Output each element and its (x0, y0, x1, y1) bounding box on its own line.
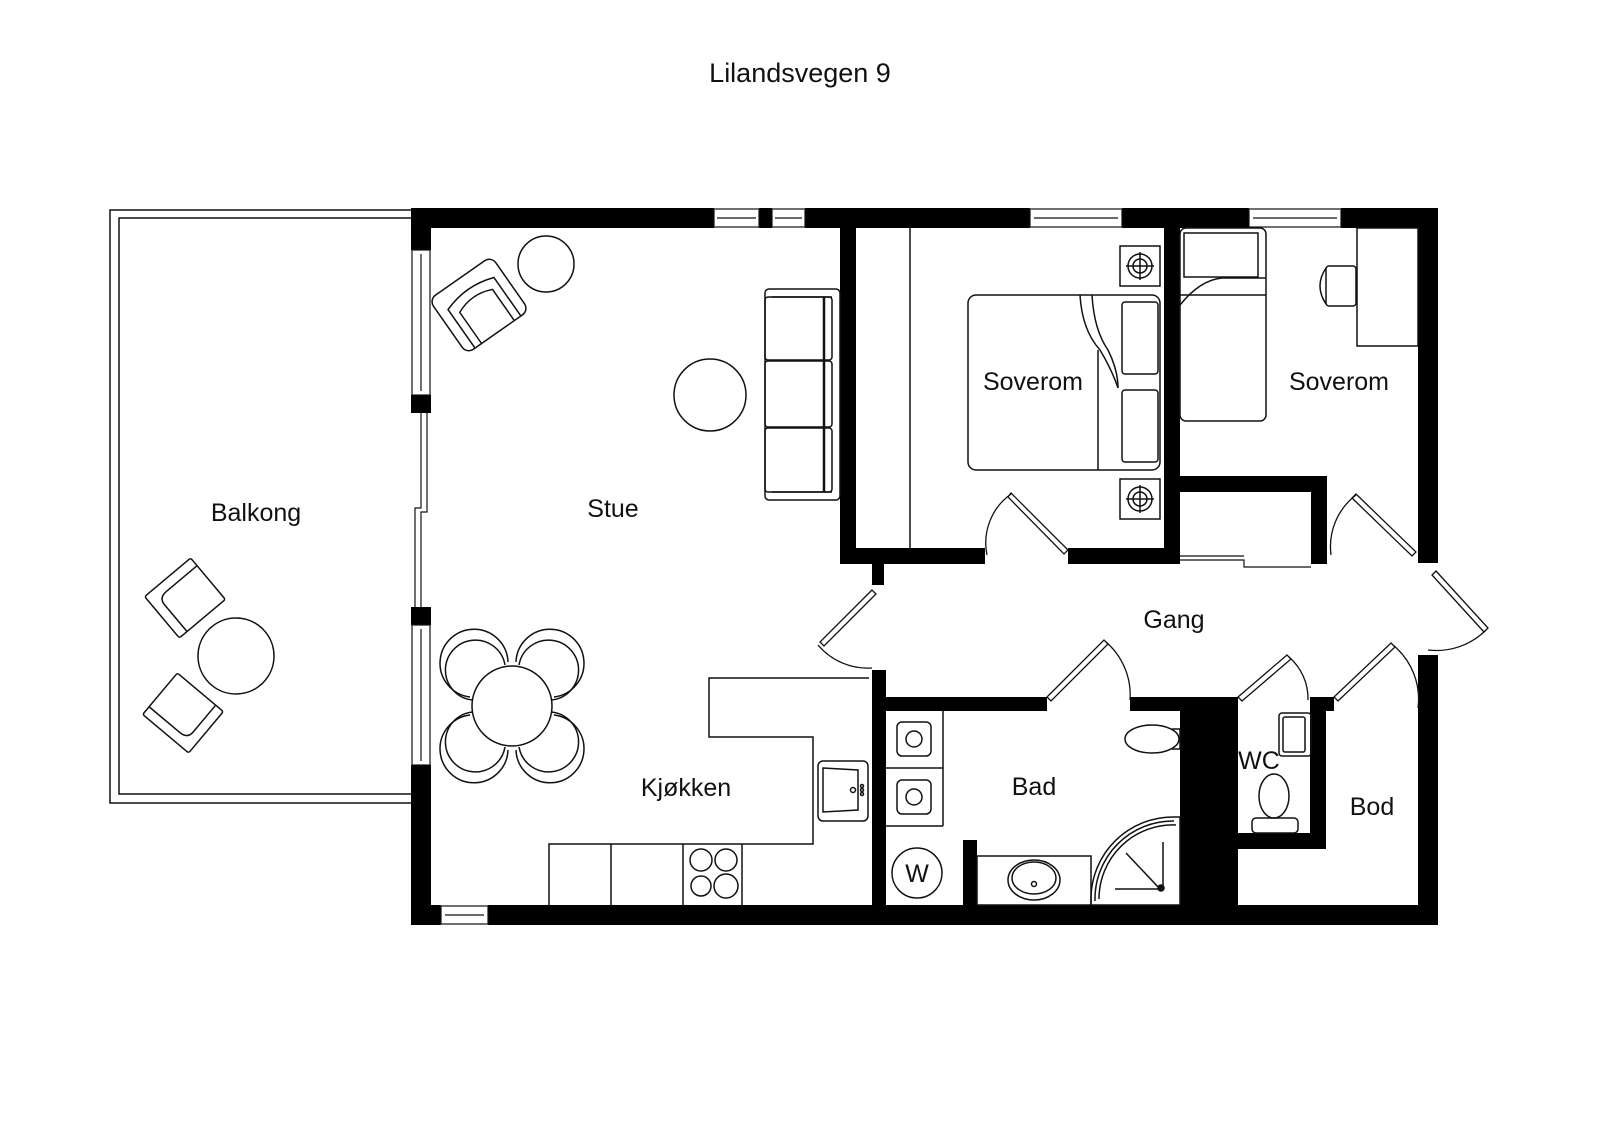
door-wc[interactable] (1237, 654, 1309, 702)
balcony-furniture (142, 558, 275, 753)
bathroom-sink (1007, 859, 1061, 901)
room-label-stue: Stue (587, 495, 638, 523)
floor-drain (896, 721, 932, 757)
double-bed (967, 294, 1161, 471)
windows (411, 208, 1342, 925)
door-entrance[interactable] (1427, 570, 1489, 652)
floor-drain (896, 779, 932, 815)
plan-title: Lilandsvegen 9 (709, 58, 891, 88)
corner-shower (1090, 816, 1181, 906)
cooktop (689, 848, 739, 899)
wc-fixtures (1251, 712, 1312, 834)
bedroom-2-furniture (1179, 227, 1419, 422)
room-label-kjokken: Kjøkken (641, 774, 731, 802)
wc-sink (1278, 712, 1312, 757)
balcony-railing (109, 209, 411, 804)
room-label-wc: WC (1238, 747, 1280, 775)
single-bed (1179, 227, 1267, 422)
kitchen-counters (548, 677, 869, 905)
door-living-room[interactable] (817, 589, 877, 669)
doors (817, 492, 1489, 709)
room-label-bod: Bod (1350, 793, 1394, 821)
kitchen-sink (817, 760, 869, 822)
bathroom-toilet (1124, 724, 1181, 754)
door-bedroom-1[interactable] (985, 492, 1069, 556)
bedroom-1-furniture (909, 228, 1161, 548)
room-label-balkong: Balkong (211, 499, 301, 527)
armchair (431, 258, 527, 352)
bathroom-fixtures (886, 711, 1181, 906)
dining-table (439, 628, 585, 784)
living-room-furniture (431, 235, 841, 784)
desk-chair (1319, 265, 1357, 307)
washing-machine (891, 847, 943, 899)
room-label-gang: Gang (1143, 606, 1204, 634)
door-bathroom[interactable] (1046, 639, 1131, 702)
nightstand (1119, 245, 1161, 287)
washer-label: W (905, 860, 929, 888)
sofa (764, 288, 841, 501)
wc-toilet (1251, 773, 1299, 834)
room-label-soverom-2: Soverom (1289, 368, 1389, 396)
walls (411, 208, 1438, 925)
door-storage[interactable] (1333, 642, 1420, 709)
door-bedroom-2[interactable] (1329, 493, 1417, 557)
room-label-bad: Bad (1012, 773, 1056, 801)
desk (1356, 227, 1419, 347)
room-label-soverom-1: Soverom (983, 368, 1083, 396)
nightstand (1119, 478, 1161, 520)
